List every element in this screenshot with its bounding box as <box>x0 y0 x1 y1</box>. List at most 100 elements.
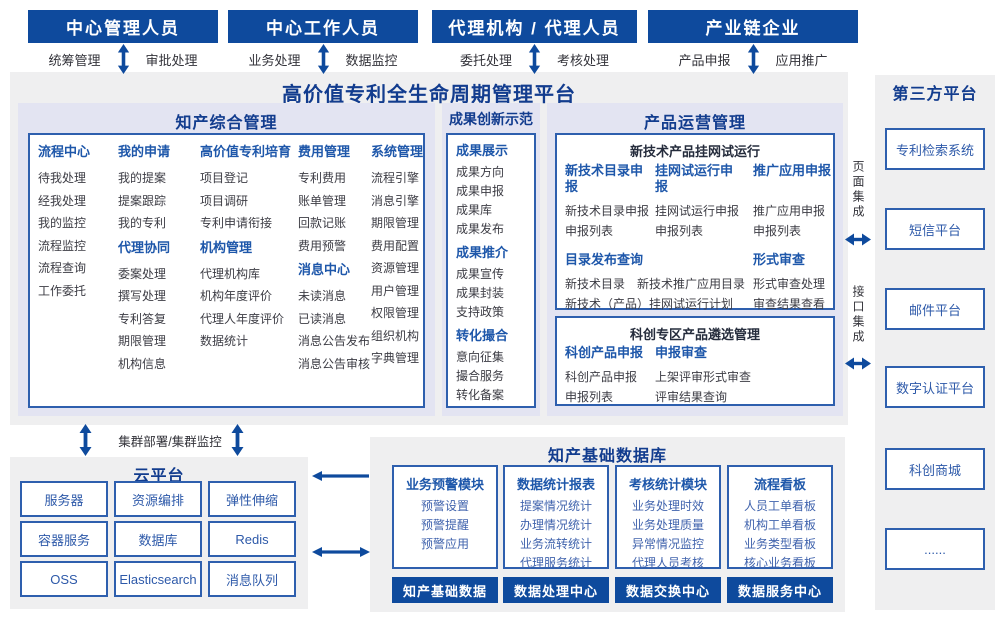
menu-item: 异常情况监控 <box>631 537 704 551</box>
actor-title: 产业链企业 <box>648 10 858 43</box>
menu-item: 工作委托 <box>38 283 87 298</box>
cloud-item: Elasticsearch <box>114 561 202 597</box>
menu-item: 我的监控 <box>38 216 87 230</box>
menu-item: 新技术目录申报 <box>565 204 650 218</box>
page-integration-label: 页面集成 <box>851 160 865 220</box>
actor-role-label: 统筹管理 <box>48 52 101 68</box>
actor-title: 代理机构 / 代理人员 <box>432 10 637 43</box>
menu-item: 转化备案 <box>456 388 505 402</box>
menu-item: 我的专利 <box>118 216 167 230</box>
group-header: 流程看板 <box>753 477 806 492</box>
group-header: 申报审查 <box>655 345 708 360</box>
third-party-item: 短信平台 <box>885 208 985 250</box>
actor-role-label: 产品申报 <box>678 52 731 68</box>
menu-item: 已读消息 <box>298 311 347 326</box>
menu-item: 上架评审形式审查 <box>655 370 752 384</box>
cloud-item: 服务器 <box>20 481 108 517</box>
menu-item: 组织机构 <box>371 328 420 343</box>
menu-item: 新技术推广应用目录 <box>637 277 746 291</box>
actor-center-staff: 中心工作人员 业务处理 数据监控 <box>228 10 418 74</box>
actor-labels: 产品申报 应用推广 <box>648 43 858 75</box>
column-trial-declare: 挂网试运行申报 挂网试运行申报 申报列表 <box>655 163 741 241</box>
menu-item: 字典管理 <box>371 351 420 365</box>
db-bar: 知产基础数据 <box>392 577 498 603</box>
menu-item: 消息公告发布 <box>298 334 371 348</box>
group-header: 科创产品申报 <box>565 345 644 360</box>
menu-item: 消息引擎 <box>371 193 420 208</box>
actor-role-label: 数据监控 <box>345 52 398 68</box>
menu-item: 成果发布 <box>456 222 505 236</box>
menu-item: 费用预警 <box>298 238 347 253</box>
menu-item: 申报列表 <box>753 224 802 238</box>
column-process-center: 流程中心 待我处理 经我处理 我的监控 流程监控 流程查询 工作委托 <box>38 143 90 302</box>
menu-item: 待我处理 <box>38 171 87 185</box>
menu-item: 项目调研 <box>200 193 249 208</box>
menu-item: 项目登记 <box>200 171 249 185</box>
product-ops-title: 产品运营管理 <box>643 115 746 132</box>
actor-title: 中心管理人员 <box>28 10 218 43</box>
db-module-statistics: 数据统计报表 提案情况统计 办理情况统计 业务流转统计 代理服务统计 <box>503 465 609 570</box>
menu-item: 机构信息 <box>118 356 167 371</box>
database-title: 知产基础数据库 <box>547 448 667 465</box>
sci-tech-selection-title: 科创专区产品遴选管理 <box>629 327 760 342</box>
menu-item: 预警应用 <box>420 537 469 551</box>
innovation-group: 成果推介 成果宣传 成果封装 支持政策 <box>448 244 534 322</box>
actor-center-managers: 中心管理人员 统筹管理 审批处理 <box>28 10 218 74</box>
actor-labels: 业务处理 数据监控 <box>228 43 418 75</box>
menu-item: 预警设置 <box>420 499 469 513</box>
column-patent-cultivation: 高价值专利培育 项目登记 项目调研 专利申请衔接 机构管理 代理机构库 机构年度… <box>200 143 291 353</box>
actor-role-label: 审批处理 <box>145 52 198 68</box>
actor-agencies: 代理机构 / 代理人员 委托处理 考核处理 <box>432 10 637 74</box>
actor-industry-enterprises: 产业链企业 产品申报 应用推广 <box>648 10 858 74</box>
trial-run-box: 新技术产品挂网试运行 新技术目录申报 新技术目录申报 申报列表 挂网试运行申报 … <box>555 133 837 311</box>
db-module-warning: 业务预警模块 预警设置 预警提醒 预警应用 <box>392 465 498 569</box>
menu-item: 成果方向 <box>456 165 505 179</box>
menu-item: 机构工单看板 <box>743 518 816 532</box>
vertical-double-arrow-icon <box>79 424 92 456</box>
menu-item: 评审结果查询 <box>655 390 728 404</box>
group-header: 系统管理 <box>371 144 424 159</box>
menu-item: 挂网试运行申报 <box>655 204 740 218</box>
menu-item: 未读消息 <box>298 289 347 303</box>
db-bar: 数据处理中心 <box>503 577 609 603</box>
menu-item: 业务处理时效 <box>631 499 704 513</box>
cloud-item: OSS <box>20 561 108 597</box>
catalog-row: 新技术目录 新技术推广应用目录 <box>565 274 747 294</box>
third-party-item: 专利检索系统 <box>885 128 985 170</box>
group-header: 高价值专利培育 <box>200 144 292 159</box>
platform-title: 高价值专利全生命周期管理平台 <box>282 84 576 106</box>
column-fee-management: 费用管理 专利费用 账单管理 回款记账 费用预警 消息中心 未读消息 已读消息 … <box>298 143 370 375</box>
third-party-title: 第三方平台 <box>892 86 978 103</box>
actor-role-label: 业务处理 <box>248 52 301 68</box>
group-header: 成果展示 <box>456 143 509 158</box>
db-bar: 数据服务中心 <box>727 577 833 603</box>
menu-item: 期限管理 <box>371 216 420 230</box>
horizontal-double-arrow-icon <box>845 233 871 246</box>
db-module-kanban: 流程看板 人员工单看板 机构工单看板 业务类型看板 核心业务看板 <box>727 465 833 570</box>
third-party-panel: 第三方平台 专利检索系统 短信平台 邮件平台 数字认证平台 科创商城 .....… <box>875 75 995 610</box>
vertical-double-arrow-icon <box>528 44 541 74</box>
cloud-item: Redis <box>208 521 296 557</box>
innovation-section: 成果创新示范 成果展示 成果方向 成果申报 成果库 成果发布 成果推介 成果宣传… <box>442 103 540 416</box>
menu-item: 代理人员考核 <box>631 556 704 570</box>
group-header: 代理协同 <box>118 239 171 255</box>
left-arrow-icon <box>312 471 369 481</box>
group-header: 推广应用申报 <box>753 163 832 178</box>
menu-item: 委案处理 <box>118 266 167 281</box>
ip-management-section: 知产综合管理 流程中心 待我处理 经我处理 我的监控 流程监控 流程查询 工作委… <box>18 103 435 416</box>
third-party-item: ...... <box>885 528 985 570</box>
column-promo-declare: 推广应用申报 推广应用申报 申报列表 <box>753 163 837 241</box>
menu-item: 业务流转统计 <box>519 537 592 551</box>
cloud-item: 消息队列 <box>208 561 296 597</box>
menu-item: 成果封装 <box>456 286 505 300</box>
menu-item: 账单管理 <box>298 193 347 208</box>
menu-item: 回款记账 <box>298 216 347 230</box>
menu-item: 科创产品申报 <box>565 370 638 384</box>
product-ops-section: 产品运营管理 新技术产品挂网试运行 新技术目录申报 新技术目录申报 申报列表 挂… <box>547 103 843 416</box>
cluster-label: 集群部署/集群监控 <box>118 435 222 449</box>
column-my-applications: 我的申请 我的提案 提案跟踪 我的专利 代理协同 委案处理 撰写处理 专利答复 … <box>118 143 170 375</box>
vertical-double-arrow-icon <box>747 44 759 74</box>
trial-run-title: 新技术产品挂网试运行 <box>629 144 760 159</box>
innovation-group: 转化撮合 意向征集 撮合服务 转化备案 <box>448 327 534 405</box>
